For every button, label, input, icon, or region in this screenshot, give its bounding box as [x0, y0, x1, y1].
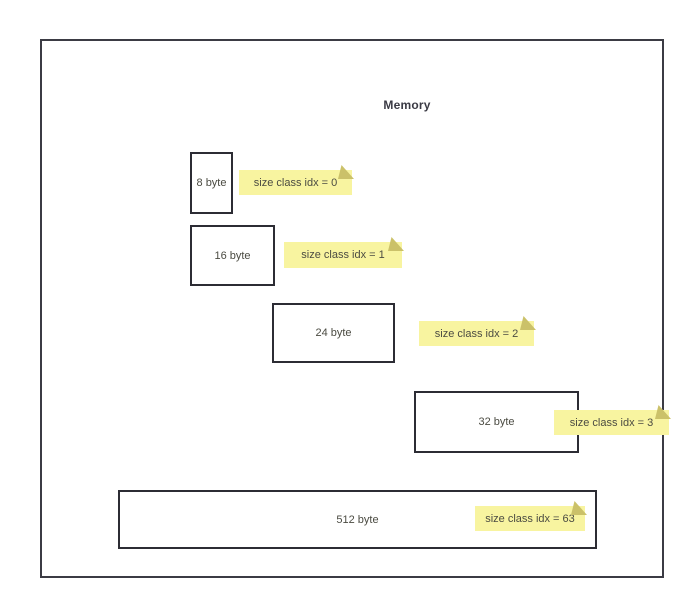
size-class-box-32byte: 32 byte: [414, 391, 579, 453]
size-class-box-16byte: 16 byte: [190, 225, 275, 286]
box-label: 24 byte: [315, 327, 352, 339]
note-label: size class idx = 63: [485, 512, 575, 525]
box-label: 32 byte: [478, 416, 515, 428]
diagram-title: Memory: [383, 98, 431, 112]
box-label: 512 byte: [336, 513, 379, 526]
note-fold-icon: [338, 165, 354, 179]
note-fold-icon: [388, 237, 404, 251]
note-fold-icon: [520, 316, 536, 330]
note-label: size class idx = 1: [301, 249, 385, 261]
note-label: size class idx = 2: [434, 327, 519, 340]
note-label: size class idx = 3: [569, 416, 654, 429]
size-class-note-idx-1: size class idx = 1: [284, 237, 404, 268]
memory-frame: Memory 8 byte size class idx = 0 16 byte…: [40, 39, 671, 578]
note-fold-icon: [655, 405, 671, 419]
size-class-note-idx-3: size class idx = 3: [554, 405, 671, 435]
size-class-note-idx-0: size class idx = 0: [239, 165, 354, 195]
box-label: 16 byte: [214, 249, 251, 262]
size-class-box-24byte: 24 byte: [272, 303, 395, 363]
size-class-box-8byte: 8 byte: [190, 152, 233, 214]
box-label: 8 byte: [196, 177, 227, 189]
size-class-note-idx-2: size class idx = 2: [419, 316, 536, 346]
size-class-note-idx-63: size class idx = 63: [475, 501, 587, 531]
note-label: size class idx = 0: [253, 176, 338, 189]
